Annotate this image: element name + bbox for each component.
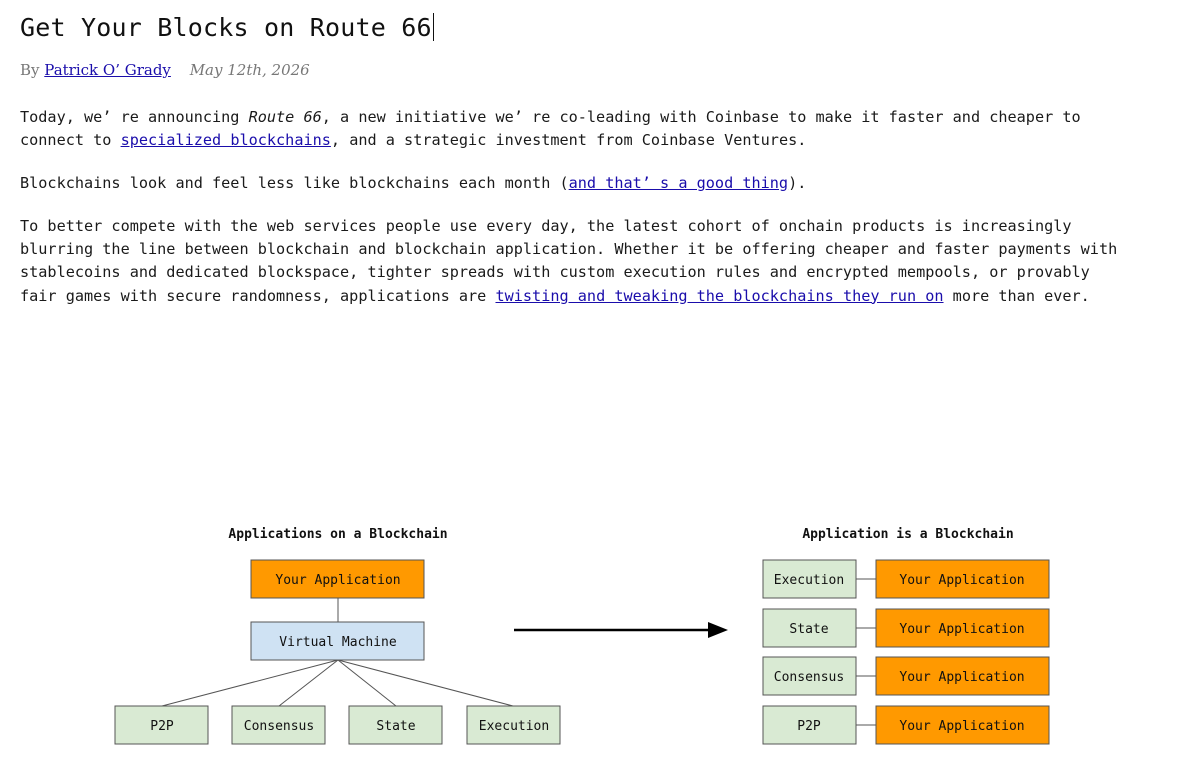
good-thing-link[interactable]: and that’ s a good thing [568, 174, 789, 192]
left-consensus-box: Consensus [231, 705, 326, 745]
left-execution-label: Execution [479, 719, 549, 734]
right-row-consensus: Consensus Your Application [762, 656, 1050, 696]
left-your-application-box: Your Application [250, 559, 425, 599]
right-app-label-1: Your Application [899, 573, 1024, 588]
right-row-execution: Execution Your Application [762, 559, 1050, 599]
route66-emphasis: Route 66 [248, 108, 322, 126]
right-state-label: State [789, 622, 828, 637]
left-state-label: State [376, 719, 415, 734]
virtual-machine-box: Virtual Machine [250, 621, 425, 661]
architecture-diagram: Applications on a Blockchain Your Applic… [114, 527, 1050, 745]
left-p2p-label: P2P [150, 719, 174, 734]
author-link[interactable]: Patrick O’ Grady [44, 61, 171, 79]
connector-vm-consensus [278, 659, 339, 707]
right-app-label-3: Your Application [899, 670, 1024, 685]
left-state-box: State [348, 705, 443, 745]
byline-prefix: By [20, 61, 40, 79]
twisting-tweaking-link[interactable]: twisting and tweaking the blockchains th… [495, 286, 944, 305]
right-app-label-2: Your Application [899, 622, 1024, 637]
specialized-blockchains-link[interactable]: specialized blockchains [120, 131, 331, 150]
right-p2p-label: P2P [797, 719, 821, 734]
left-p2p-box: P2P [114, 705, 209, 745]
left-diagram-title: Applications on a Blockchain [228, 527, 447, 542]
left-execution-box: Execution [466, 705, 561, 745]
paragraph-blockchains: Blockchains look and feel less like bloc… [20, 174, 807, 192]
connector-vm-state [337, 659, 397, 707]
right-row-p2p: P2P Your Application [762, 705, 1050, 745]
article-title: Get Your Blocks on Route 66 [20, 13, 434, 42]
text-cursor [432, 13, 434, 41]
right-app-label-4: Your Application [899, 719, 1024, 734]
left-consensus-label: Consensus [244, 719, 314, 734]
publish-date: May 12th, 2026 [189, 61, 310, 79]
byline: By Patrick O’ Grady May 12th, 2026 [20, 60, 310, 80]
virtual-machine-label: Virtual Machine [279, 635, 397, 650]
right-execution-label: Execution [774, 573, 844, 588]
paragraph-intro: Today, we’ re announcing Route 66, a new… [20, 108, 1081, 150]
right-row-state: State Your Application [762, 608, 1050, 648]
transition-arrow-icon [514, 622, 728, 638]
connector-vm-execution [337, 659, 514, 707]
paragraph-compete: To better compete with the web services … [20, 217, 1118, 305]
connector-vm-p2p [161, 659, 339, 707]
left-your-application-label: Your Application [275, 573, 400, 588]
right-consensus-label: Consensus [774, 670, 844, 685]
right-diagram-title: Application is a Blockchain [802, 527, 1013, 542]
